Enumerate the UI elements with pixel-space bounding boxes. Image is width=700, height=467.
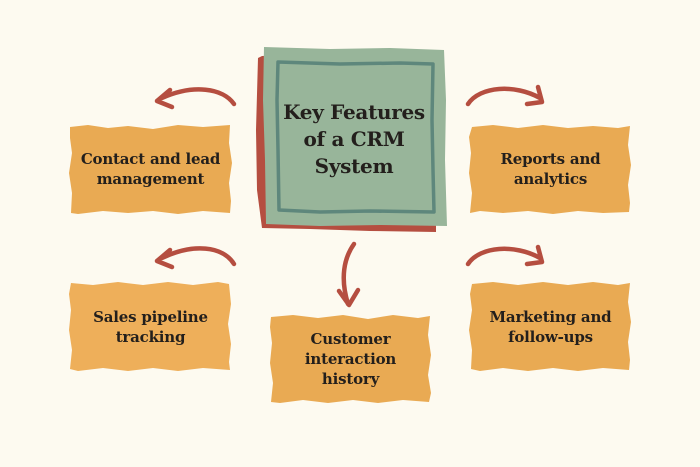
feature-box-marketing: Marketing and follow-ups (468, 280, 633, 373)
center-title: Key Features of a CRM System (283, 99, 425, 178)
feature-label: Reports and analytics (500, 150, 601, 188)
feature-label: Sales pipeline tracking (93, 307, 208, 346)
feature-box-contact-lead: Contact and lead management (68, 123, 233, 215)
feature-label: Marketing and follow-ups (489, 307, 612, 346)
arrow-to-contact-lead (154, 87, 237, 110)
center-inner-border (275, 60, 436, 214)
arrow-to-marketing (465, 244, 545, 267)
box-shape (69, 282, 231, 371)
feature-box-reports: Reports and analytics (468, 123, 633, 215)
center-fill (263, 47, 447, 226)
box-shape (270, 315, 431, 403)
box-shape (69, 125, 232, 214)
feature-box-customer-history: Customer interaction history (268, 313, 433, 405)
feature-box-sales-pipeline: Sales pipeline tracking (68, 280, 233, 373)
arrow-to-sales-pipeline (154, 246, 237, 270)
arrow-to-customer-history (336, 241, 361, 308)
arrow-to-reports (465, 84, 545, 107)
feature-label: Contact and lead management (80, 150, 221, 188)
box-shape (469, 125, 631, 214)
feature-label: Customer interaction history (304, 330, 397, 388)
center-node-shape (256, 47, 447, 232)
box-shape (469, 282, 631, 371)
